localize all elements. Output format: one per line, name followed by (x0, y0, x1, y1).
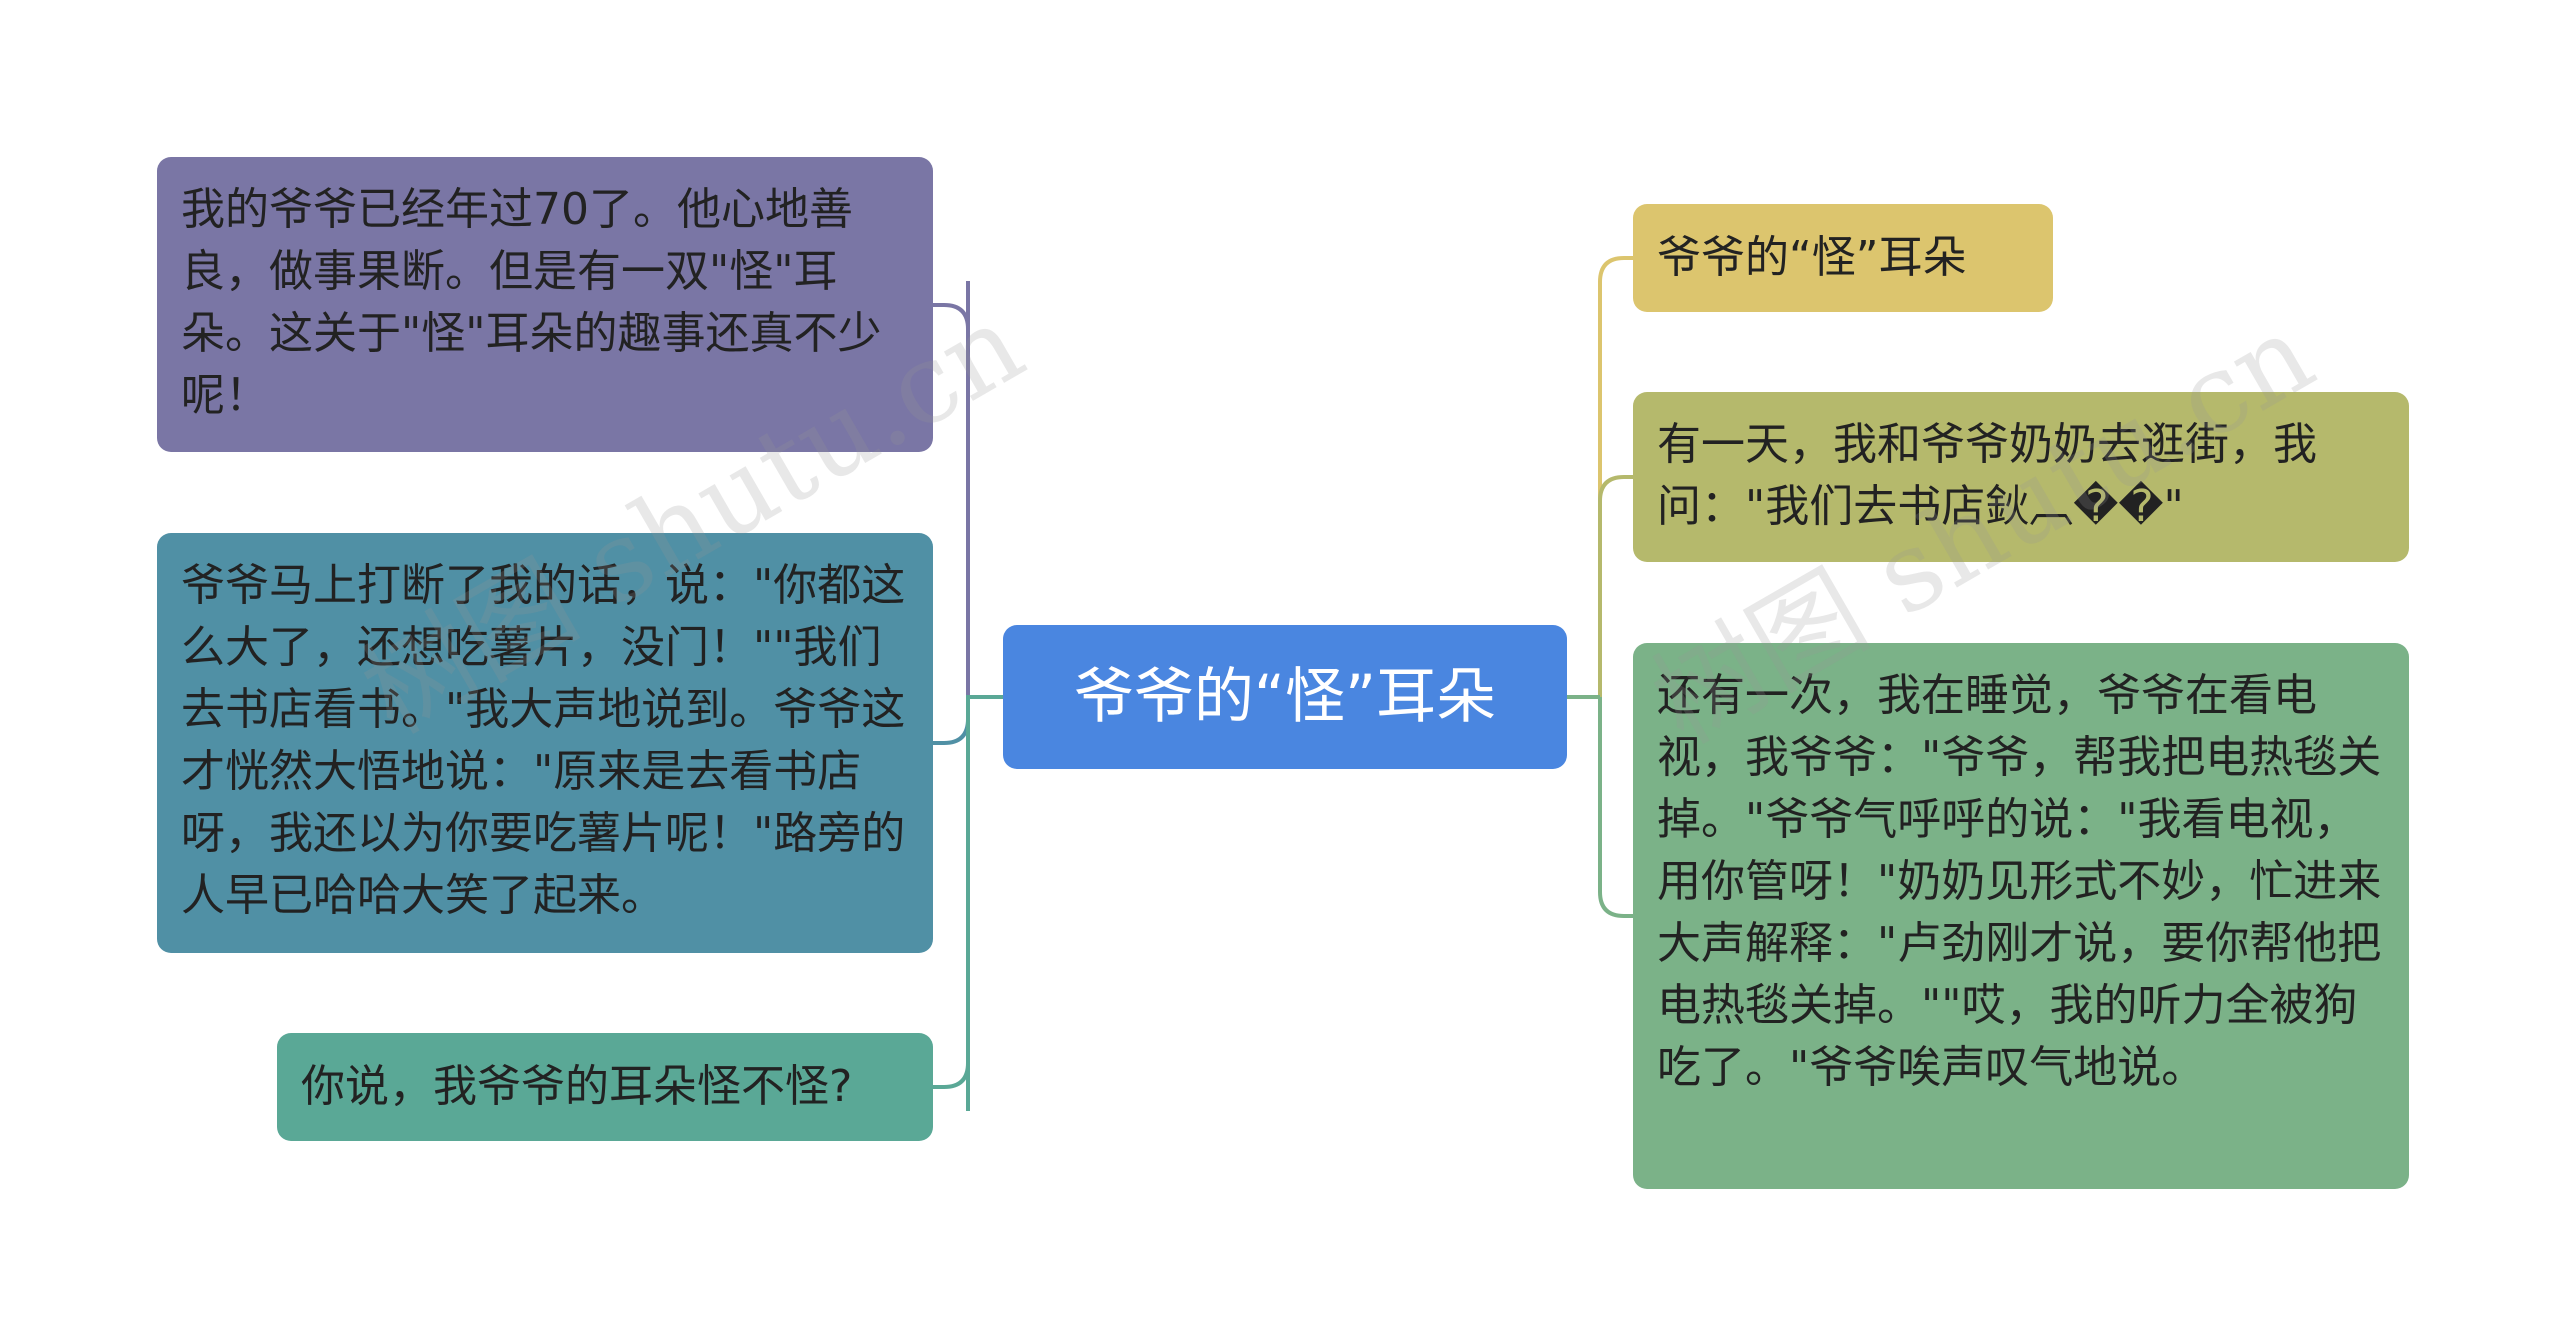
connector-left-elbow-1 (933, 303, 970, 697)
left-topic-1[interactable]: 我的爷爷已经年过70了。他心地善良，做事果断。但是有一双"怪"耳朵。这关于"怪"… (157, 157, 933, 452)
left-topic-2[interactable]: 爷爷马上打断了我的话，说："你都这么大了，还想吃薯片，没门！""我们去书店看书。… (157, 533, 933, 953)
connector-left-1 (966, 281, 1003, 699)
connector-left-2 (966, 695, 1003, 767)
connector-right-elbow-2 (1598, 475, 1633, 697)
right-topic-2[interactable]: 有一天，我和爷爷奶奶去逛街，我问："我们去书店鈥︹��" (1633, 392, 2409, 562)
right-topic-1[interactable]: 爷爷的“怪”耳朵 (1633, 204, 2053, 312)
root-topic[interactable]: 爷爷的“怪”耳朵 (1003, 625, 1567, 769)
connector-left-elbow-2 (933, 697, 970, 745)
left-topic-3[interactable]: 你说，我爷爷的耳朵怪不怪? (277, 1033, 933, 1141)
connector-left-elbow-3 (933, 697, 970, 1089)
right-topic-3[interactable]: 还有一次，我在睡觉，爷爷在看电视，我爷爷："爷爷，帮我把电热毯关掉。"爷爷气呼呼… (1633, 643, 2409, 1189)
connector-right-elbow-1 (1598, 256, 1633, 697)
connector-right-elbow-3 (1598, 697, 1633, 918)
connector-left-3 (966, 695, 1003, 1111)
